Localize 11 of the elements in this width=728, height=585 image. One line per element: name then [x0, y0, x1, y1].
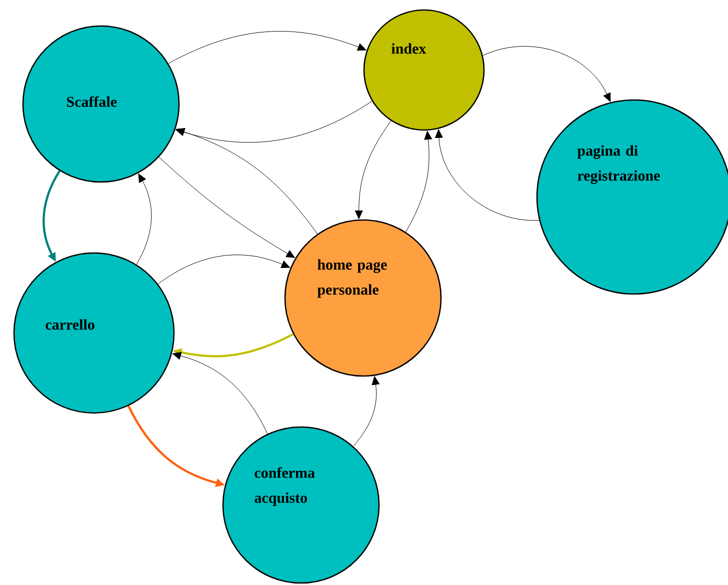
arrow	[435, 129, 540, 221]
arrow	[168, 31, 366, 64]
arrow	[176, 128, 318, 234]
arrow	[406, 130, 432, 232]
arrow	[158, 254, 290, 284]
arrow	[158, 156, 295, 258]
arrow	[136, 174, 152, 265]
arrow	[172, 352, 268, 434]
arrow	[482, 46, 611, 102]
arrow	[353, 376, 380, 446]
arrow	[354, 120, 392, 220]
